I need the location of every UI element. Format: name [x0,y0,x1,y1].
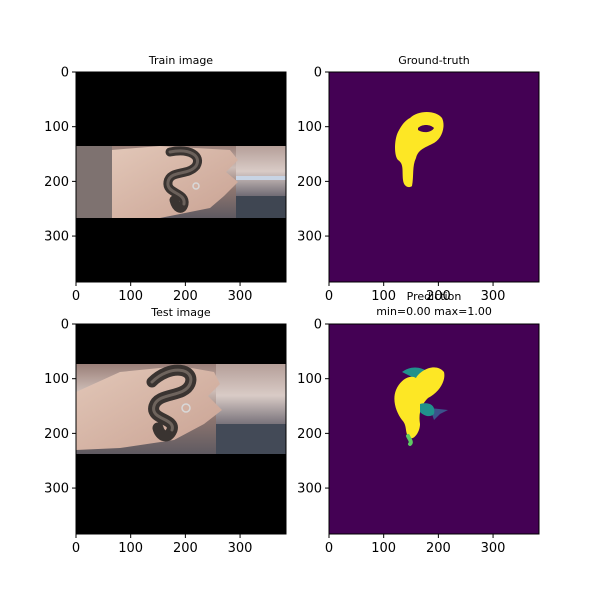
x-tick-label: 0 [325,289,333,304]
axes-frame [75,71,287,283]
x-tick-label: 200 [426,541,451,556]
y-tick-label: 300 [44,482,69,497]
y-tick-label: 200 [297,427,322,442]
y-tick-label: 0 [61,66,69,81]
panel-title: Test image [150,306,211,319]
x-tick-label: 0 [72,289,80,304]
x-tick-label: 300 [228,541,253,556]
y-tick-label: 0 [314,66,322,81]
test-image-content [76,324,286,534]
x-tick-label: 200 [426,289,451,304]
x-tick-label: 300 [481,289,506,304]
x-tick-label: 100 [371,541,396,556]
y-tick-label: 100 [44,120,69,135]
y-tick-label: 0 [61,318,69,333]
panel-ground-truth: Ground-truth [328,54,540,283]
x-tick-label: 300 [228,289,253,304]
axis-ticks: 0 100 200 300 0 100 200 300 0 100 200 300 0 100 200 300… [44,66,505,557]
panel-test-image: Test image [75,306,287,535]
axes-frame [328,71,540,283]
panel-title: Ground-truth [398,54,470,67]
y-tick-label: 300 [297,230,322,245]
y-tick-label: 200 [44,427,69,442]
axes-frame [328,323,540,535]
y-tick-label: 100 [297,372,322,387]
x-tick-label: 200 [173,289,198,304]
train-image-content [76,72,286,282]
ground-truth-mask [329,72,539,282]
y-tick-label: 200 [297,175,322,190]
y-tick-label: 0 [314,318,322,333]
x-tick-label: 0 [72,541,80,556]
axes-frame [75,323,287,535]
x-tick-label: 300 [481,541,506,556]
x-tick-label: 0 [325,541,333,556]
x-tick-label: 100 [118,541,143,556]
panel-train-image: Train image [75,54,287,283]
y-tick-label: 100 [297,120,322,135]
y-tick-label: 300 [297,482,322,497]
x-tick-label: 200 [173,541,198,556]
x-tick-label: 100 [118,289,143,304]
y-tick-label: 100 [44,372,69,387]
prediction-heatmap [329,324,539,534]
panel-title: Train image [148,54,213,67]
y-tick-label: 200 [44,175,69,190]
x-tick-label: 100 [371,289,396,304]
y-tick-label: 300 [44,230,69,245]
